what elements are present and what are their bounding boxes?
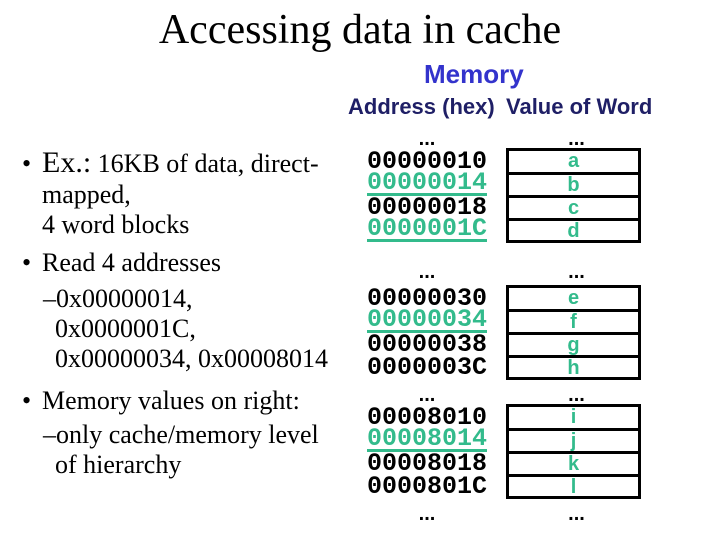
- memory-value-cell: a: [567, 150, 580, 172]
- address-text: 0000801C: [366, 471, 488, 501]
- memory-block-1: 00000030 00000034 00000038 0000003C e f …: [348, 285, 648, 380]
- column-header-address: Address (hex): [348, 94, 495, 119]
- memory-address: 0000003C: [348, 352, 506, 382]
- ellipsis-value: ...: [568, 260, 585, 283]
- address-column: 00000030 00000034 00000038 0000003C: [348, 285, 506, 380]
- address-text: 00000010: [366, 146, 488, 176]
- ellipsis-value: ...: [568, 127, 585, 150]
- dash-line-addr-1: –0x00000014,: [10, 284, 358, 314]
- bullet-line-example: • Ex.: 16KB of data, direct-: [10, 147, 358, 180]
- bullet-glyph: •: [22, 149, 32, 178]
- memory-value-cell: c: [509, 195, 638, 219]
- memory-block-0: 00000010 00000014 00000018 0000001C a b …: [348, 148, 648, 243]
- memory-value-cell: l: [509, 474, 638, 498]
- address-column: 00000010 00000014 00000018 0000001C: [348, 148, 506, 243]
- memory-address: 00000018: [348, 192, 506, 222]
- memory-address: 0000001C: [348, 214, 506, 243]
- bullet-line-blocks: 4 word blocks: [42, 210, 190, 239]
- address-text: 00008010: [366, 402, 488, 432]
- memory-value-cell: f: [509, 309, 638, 333]
- address-text: 00000034: [366, 305, 488, 334]
- dash-line-hierarchy-2: of hierarchy: [55, 450, 182, 479]
- bullet-line-read-addresses: • Read 4 addresses: [10, 248, 358, 278]
- memory-address: 0000801C: [348, 471, 506, 501]
- memory-values-text: Memory values on right:: [42, 386, 300, 415]
- ellipsis-row: ... ...: [348, 383, 648, 406]
- memory-address: 00000030: [348, 283, 506, 313]
- memory-value-cell: j: [509, 428, 638, 452]
- memory-value-cell: h: [509, 355, 638, 379]
- dash-line-addr-3: 0x00000034, 0x00008014: [55, 344, 328, 373]
- address-text: 00000030: [366, 283, 488, 313]
- example-lead-text: Ex.:: [42, 146, 92, 179]
- memory-value-cell: i: [570, 406, 577, 428]
- dash-line-addr-2: 0x0000001C,: [55, 314, 196, 343]
- memory-address: 00000034: [348, 305, 506, 334]
- memory-section-label: Memory: [424, 59, 524, 89]
- memory-address: 00008018: [348, 448, 506, 478]
- ellipsis-row: ... ...: [348, 260, 648, 283]
- ellipsis-row: ... ...: [348, 127, 648, 150]
- address-text: 0000001C: [366, 214, 488, 243]
- addr-list-text-1: 0x00000014,: [56, 284, 193, 313]
- value-box: a b c d: [506, 148, 641, 243]
- hierarchy-text-1: only cache/memory level: [56, 420, 319, 449]
- address-text: 00000014: [366, 168, 488, 197]
- example-rest-text: 16KB of data, direct-: [91, 149, 319, 178]
- bullet-line-mapped: mapped,: [42, 180, 131, 209]
- dash-glyph: –: [43, 284, 56, 313]
- memory-table: ... ... 00000010 00000014 00000018 00000…: [348, 127, 648, 525]
- ellipsis-value: ...: [568, 502, 585, 525]
- value-box: e f g h: [506, 285, 641, 380]
- address-text: 00008018: [366, 448, 488, 478]
- memory-address: 00008010: [348, 402, 506, 432]
- address-text: 00000038: [366, 329, 488, 359]
- memory-address: 00008014: [348, 424, 506, 453]
- bullet-glyph: •: [22, 386, 32, 415]
- column-header-value: Value of Word: [506, 94, 653, 119]
- dash-glyph: –: [43, 420, 56, 449]
- memory-value-cell: d: [509, 218, 638, 242]
- ellipsis-address: ...: [418, 383, 436, 406]
- ellipsis-row: ... ...: [348, 502, 648, 525]
- ellipsis-address: ...: [418, 502, 436, 525]
- address-text: 0000003C: [366, 352, 488, 382]
- slide-title: Accessing data in cache: [158, 7, 562, 53]
- bullet-glyph: •: [22, 248, 32, 277]
- memory-value-cell: b: [509, 172, 638, 196]
- address-text: 00000018: [366, 192, 488, 222]
- bullet-text-column: • Ex.: 16KB of data, direct- mapped, 4 wo…: [10, 147, 358, 480]
- memory-block-2: 00008010 00008014 00008018 0000801C i j …: [348, 404, 648, 499]
- memory-value-cell: k: [509, 451, 638, 475]
- read-addresses-text: Read 4 addresses: [42, 248, 222, 277]
- address-column: 00008010 00008014 00008018 0000801C: [348, 404, 506, 499]
- ellipsis-address: ...: [418, 260, 436, 283]
- memory-address: 00000010: [348, 146, 506, 176]
- ellipsis-value: ...: [568, 383, 585, 406]
- memory-address: 00000038: [348, 329, 506, 359]
- memory-address: 00000014: [348, 168, 506, 197]
- memory-value-cell: e: [567, 287, 580, 309]
- address-text: 00008014: [366, 424, 488, 453]
- value-box: i j k l: [506, 404, 641, 499]
- dash-line-hierarchy-1: –only cache/memory level: [10, 420, 358, 450]
- bullet-line-memory-values: • Memory values on right:: [10, 386, 358, 416]
- ellipsis-address: ...: [418, 127, 436, 150]
- memory-value-cell: g: [509, 332, 638, 356]
